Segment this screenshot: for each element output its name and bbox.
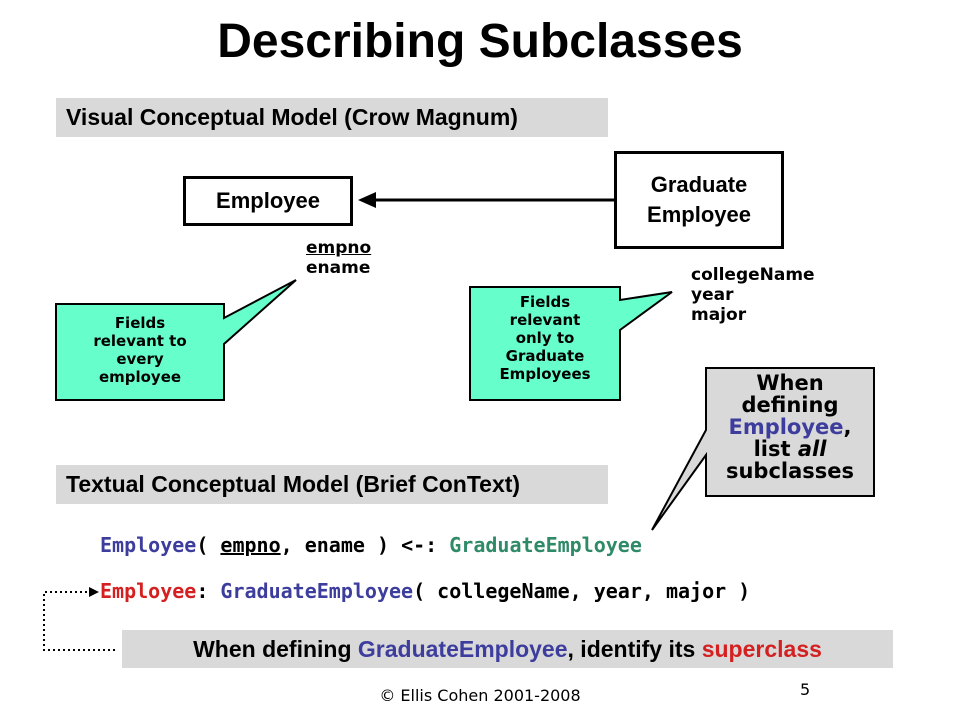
callout-graduate-text: Fields relevant only to Graduate Employe… (472, 293, 618, 383)
callout-graduate-shape (469, 286, 673, 401)
field-ename: ename (306, 258, 371, 278)
code-entity: GraduateEmployee (220, 579, 414, 603)
code-paren: ( (196, 533, 221, 557)
note-employee-term: Employee (728, 415, 844, 439)
bottom-note-text: , identify its (567, 636, 702, 662)
bottom-note: When defining GraduateEmployee, identify… (122, 630, 893, 668)
field-year: year (691, 285, 734, 305)
note-line: list all (708, 438, 872, 460)
dotted-connector-arrowhead (89, 587, 99, 597)
note-comma: , (843, 415, 852, 439)
note-box-text: When defining Employee, list all subclas… (708, 372, 872, 482)
section-header-textual: Textual Conceptual Model (Brief ConText) (56, 465, 608, 504)
dotted-connector (43, 591, 118, 651)
code-key: empno (220, 533, 281, 557)
note-box-shape (651, 367, 875, 531)
bottom-note-text: When defining (193, 636, 358, 662)
inheritance-arrowhead (358, 192, 376, 208)
callout-graduate-line: Employees (499, 365, 591, 383)
field-empno: empno (306, 238, 372, 258)
code-line-2: Employee: GraduateEmployee( collegeName,… (100, 579, 750, 603)
employee-fields: empno ename (306, 238, 371, 278)
note-line: When (756, 371, 824, 395)
entity-employee-label: Employee (216, 188, 320, 213)
note-line: defining (741, 393, 839, 417)
callout-graduate-line: Graduate (505, 347, 585, 365)
callout-employee-line: Fields (114, 314, 166, 332)
entity-employee-box: Employee (183, 176, 353, 226)
entity-graduate-label-1: Graduate (650, 172, 748, 197)
note-line: subclasses (725, 459, 855, 483)
callout-employee-shape (55, 279, 297, 401)
graduate-fields: collegeName year major (691, 265, 815, 325)
field-collegename: collegeName (691, 265, 815, 285)
code-arrow: <-: (401, 533, 450, 557)
note-all: all (797, 437, 827, 461)
code-line-1: Employee( empno, ename ) <-: GraduateEmp… (100, 533, 642, 557)
section-header-visual: Visual Conceptual Model (Crow Magnum) (56, 98, 608, 137)
page-number: 5 (800, 680, 811, 699)
callout-employee-line: relevant to (93, 332, 187, 350)
callout-employee-line: every (116, 350, 164, 368)
callout-employee-text: Fields relevant to every employee (58, 314, 222, 386)
code-colon: : (196, 579, 221, 603)
callout-graduate-line: only to (515, 329, 575, 347)
code-entity: Employee (100, 533, 197, 557)
note-line: Employee, (708, 416, 872, 438)
entity-graduate-box: Graduate Employee (614, 151, 784, 249)
field-major: major (691, 305, 747, 325)
copyright: © Ellis Cohen 2001-2008 (379, 686, 581, 705)
callout-graduate-line: relevant (509, 311, 581, 329)
callout-employee-line: employee (98, 368, 182, 386)
note-list: list (753, 437, 798, 461)
code-fields: ( collegeName, year, major ) (413, 579, 751, 603)
callout-graduate-line: Fields (519, 293, 571, 311)
code-subclass: GraduateEmployee (449, 533, 642, 557)
bottom-note-subclass: GraduateEmployee (357, 636, 568, 662)
code-fields: , ename ) (280, 533, 402, 557)
code-superclass: Employee (100, 579, 197, 603)
bottom-note-superclass: superclass (701, 636, 822, 662)
page-title: Describing Subclasses (217, 15, 743, 68)
entity-graduate-label-2: Employee (647, 202, 751, 227)
